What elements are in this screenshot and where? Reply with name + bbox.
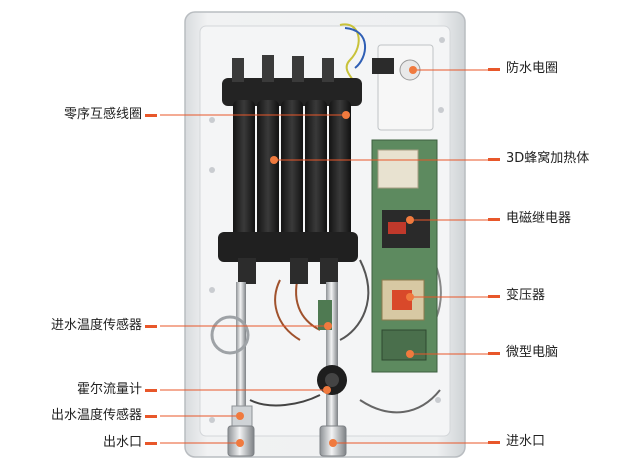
dot-heater [270,156,278,164]
dot-hall-flowmeter [323,386,331,394]
pipes [210,282,347,457]
dot-microcomputer [406,350,414,358]
dot-transformer [406,293,414,301]
label-outlet-temp-sensor: 出水温度传感器 [50,408,142,423]
dot-relay [406,216,414,224]
label-microcomputer: 微型电脑 [506,345,559,360]
dot-waterproof-coil [409,66,417,74]
label-inlet-temp-sensor: 进水温度传感器 [50,318,142,333]
label-outlet: 出水口 [102,435,142,450]
label-waterproof-coil: 防水电圈 [506,61,559,76]
leader-lines-right [274,68,500,444]
dot-outlet-temp-sensor [236,412,244,420]
label-inlet: 进水口 [506,434,546,449]
dot-zero-sequence-coil [342,111,350,119]
dot-outlet [236,439,244,447]
waterproof-coil-module [372,44,434,131]
dot-inlet-temp-sensor [324,322,332,330]
dot-inlet [329,439,337,447]
label-transformer: 变压器 [506,288,546,303]
heater-body [218,55,362,284]
control-board [371,139,438,373]
label-zero-sequence-coil: 零序互感线圈 [63,107,142,122]
callout-dots [236,66,417,447]
label-3d-heater: 3D蜂窝加热体 [506,151,590,166]
label-hall-flowmeter: 霍尔流量计 [76,382,142,397]
leader-lines-left [145,114,346,445]
label-relay: 电磁继电器 [506,211,572,226]
